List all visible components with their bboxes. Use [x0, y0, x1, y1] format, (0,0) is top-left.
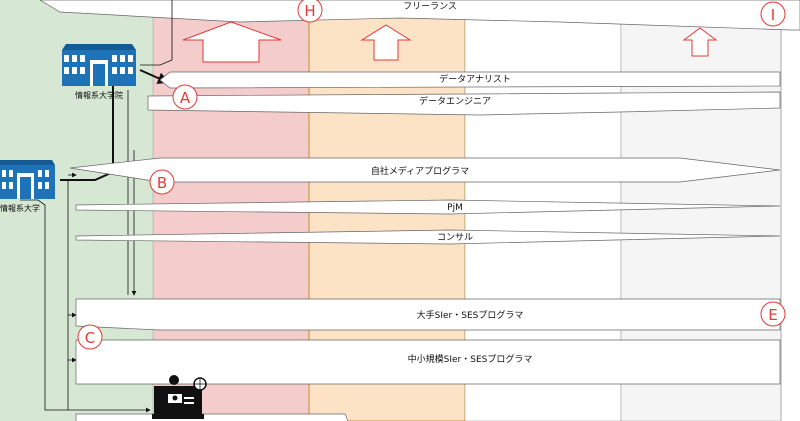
up-arrow-red: [182, 21, 282, 63]
freelance-label: フリーランス: [403, 1, 457, 12]
small-sier-label: 中小規模SIer・SESプログラマ: [408, 353, 533, 365]
marker-a: A: [172, 84, 198, 110]
svg-text:C: C: [85, 329, 95, 347]
svg-text:I: I: [771, 6, 775, 24]
up-arrow-orange: [360, 24, 412, 61]
data-analyst-label: データアナリスト: [439, 73, 511, 85]
university-building-icon: [0, 160, 55, 199]
large-sier-banner: [75, 298, 781, 331]
svg-text:H: H: [304, 2, 315, 20]
marker-b: B: [149, 169, 175, 195]
pjm-label: PjM: [447, 203, 463, 213]
grad-school-label: 情報系大学院: [75, 90, 123, 100]
small-sier-banner: [75, 339, 781, 385]
svg-text:B: B: [157, 174, 167, 192]
consultant-banner: [75, 229, 781, 245]
inhouse-media-label: 自社メディアプログラマ: [371, 165, 469, 177]
pjm-banner: [75, 199, 781, 215]
connector-left-b: [20, 199, 151, 413]
bottom-box: [75, 413, 349, 421]
marker-i: I: [760, 1, 786, 27]
marker-h: H: [297, 0, 323, 23]
data-analyst-banner: [159, 71, 781, 89]
university-label: 情報系大学: [0, 203, 40, 213]
connector-thick-2: [60, 72, 114, 181]
data-engineer-banner: [147, 91, 781, 116]
freelance-banner: [39, 0, 800, 31]
grad-school-building-icon: [62, 44, 136, 86]
consultant-label: コンサル: [437, 232, 473, 243]
data-engineer-label: データエンジニア: [419, 95, 491, 107]
marker-e: E: [760, 301, 786, 327]
marker-c: C: [77, 324, 103, 350]
svg-text:E: E: [768, 306, 777, 324]
large-sier-label: 大手SIer・SESプログラマ: [417, 309, 524, 321]
up-arrow-light: [682, 27, 718, 57]
remote-worker-icon: [152, 375, 207, 419]
svg-text:A: A: [180, 89, 191, 107]
connector-top: [140, 0, 173, 66]
